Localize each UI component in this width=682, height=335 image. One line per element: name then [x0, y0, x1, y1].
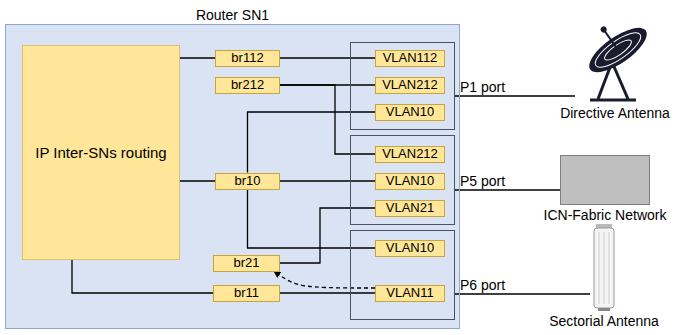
vlan-box: VLAN212: [375, 146, 445, 163]
link-line: [72, 260, 213, 293]
box-label: VLAN212: [382, 78, 438, 93]
vlan-box: VLAN10: [375, 173, 445, 190]
routing-box: IP Inter-SNs routing: [22, 45, 180, 260]
bridge-box: br21: [213, 255, 280, 272]
directive-antenna-icon: [574, 8, 653, 100]
link-line: [248, 190, 376, 249]
link-line: [280, 292, 375, 293]
vlan-box: VLAN11: [375, 285, 445, 302]
router-box: Router SN1IP Inter-SNs routingbr112br212…: [5, 24, 460, 329]
box-label: br212: [231, 78, 264, 93]
link-line: [280, 180, 375, 181]
network-box: ICN-Fabric Network: [560, 155, 650, 205]
box-label: VLAN112: [383, 51, 438, 66]
box-label: VLAN212: [382, 147, 438, 162]
box-label: VLAN10: [386, 174, 434, 189]
vlan-box: VLAN10: [375, 104, 445, 121]
bridge-box: br11: [213, 285, 280, 302]
antenna-node: Sectorial Antenna: [590, 225, 618, 310]
outside-label: P6 port: [460, 277, 505, 293]
box-label: br11: [234, 286, 259, 301]
outside-label: Router SN1: [196, 7, 269, 23]
port-box: P1 portVLAN112VLAN212VLAN10: [350, 42, 455, 130]
box-label: VLAN10: [386, 105, 434, 120]
box-label: VLAN21: [386, 201, 434, 216]
link-line: [248, 112, 376, 173]
bridge-box: br212: [215, 77, 280, 94]
outside-label: Directive Antenna: [560, 105, 670, 121]
box-label: br10: [234, 174, 260, 189]
box-label: VLAN10: [386, 241, 434, 256]
bridge-box: br112: [215, 50, 280, 67]
dashed-link: [274, 272, 375, 289]
outside-label: Sectorial Antenna: [549, 313, 659, 329]
box-label: VLAN11: [386, 286, 433, 301]
link-line: [180, 180, 215, 181]
link-line: [455, 293, 590, 294]
bridge-box: br10: [215, 173, 280, 190]
vlan-box: VLAN21: [375, 200, 445, 217]
vlan-box: VLAN10: [375, 240, 445, 257]
vlan-box: VLAN112: [375, 50, 445, 67]
link-line: [280, 85, 375, 154]
outside-label: P1 port: [460, 79, 505, 95]
port-box: P5 portVLAN212VLAN10VLAN21: [350, 135, 455, 225]
link-line: [455, 189, 560, 190]
link-line: [280, 57, 375, 58]
box-label: br21: [233, 256, 259, 271]
link-line: [180, 57, 215, 58]
port-box: P6 portVLAN10VLAN11: [350, 230, 455, 320]
outside-label: ICN-Fabric Network: [544, 207, 667, 223]
sectorial-antenna-icon: [594, 224, 614, 311]
antenna-node: Directive Antenna: [575, 22, 655, 102]
box-label: IP Inter-SNs routing: [35, 144, 166, 161]
link-line: [455, 95, 575, 96]
outside-label: P5 port: [460, 173, 505, 189]
box-label: br112: [231, 51, 263, 66]
link-line: [280, 208, 375, 263]
vlan-box: VLAN212: [375, 77, 445, 94]
